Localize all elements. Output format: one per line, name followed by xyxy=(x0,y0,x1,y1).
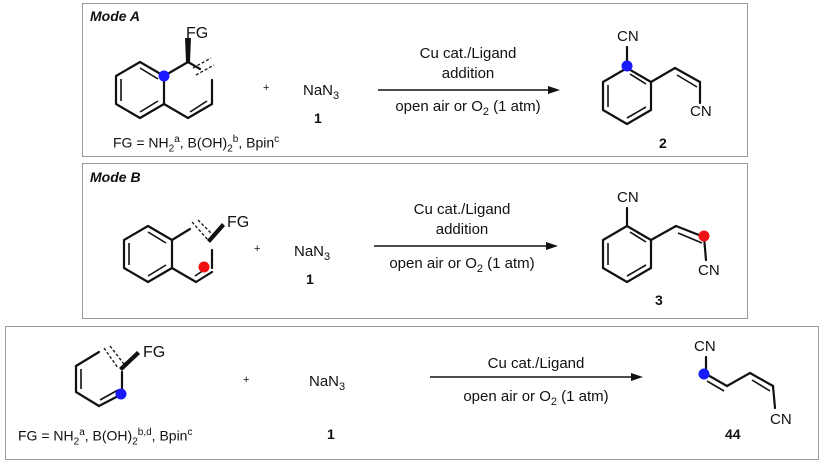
mode-b-red-atom xyxy=(198,261,210,273)
mode-a-blue-atom xyxy=(158,70,170,82)
mode-a-fg-label: FG xyxy=(186,25,209,42)
mode-b-conditions-top-2: addition xyxy=(435,221,489,238)
mode-b-product-cn-top: CN xyxy=(617,189,639,206)
mode-a-product-cn-top: CN xyxy=(617,28,639,45)
mode-b-title: Mode B xyxy=(90,169,141,185)
mode-c-product-cn-bottom: CN xyxy=(770,411,792,428)
mode-c-blue-atom xyxy=(115,388,127,400)
mode-a-conditions-top-2: addition xyxy=(441,65,495,82)
mode-a-fg-wedge xyxy=(185,38,191,62)
mode-a-arrowhead xyxy=(548,86,560,94)
mode-c-product-number: 44 xyxy=(725,426,741,442)
mode-c-reagent: NaN3 xyxy=(309,373,346,393)
mode-a-product-cn-bottom: CN xyxy=(690,103,712,120)
mode-b-plus: + xyxy=(254,243,261,255)
mode-c-fg-note: FG = NH2a, B(OH)2b,d, Bpinc xyxy=(18,427,193,448)
mode-b-fg-wedge xyxy=(207,223,225,243)
mode-a-reagent-number: 1 xyxy=(314,110,322,126)
mode-c-plus: + xyxy=(243,374,250,386)
mode-a-conditions-top-1: Cu cat./Ligand xyxy=(419,45,517,62)
mode-c-product-cn-top: CN xyxy=(694,338,716,355)
mode-c-conditions-bottom: open air or O2 (1 atm) xyxy=(463,388,609,408)
mode-b-product-number: 3 xyxy=(655,292,663,308)
mode-c-product-blue-atom xyxy=(698,368,710,380)
mode-b-product-cn-bottom: CN xyxy=(698,262,720,279)
mode-c-cleavage-mark xyxy=(103,345,125,369)
mode-c-conditions-top: Cu cat./Ligand xyxy=(487,355,585,372)
mode-c-fg-wedge xyxy=(119,351,140,371)
mode-b-fg-label: FG xyxy=(227,214,250,231)
mode-b-red-atom-product xyxy=(698,230,710,242)
mode-b-conditions-bottom: open air or O2 (1 atm) xyxy=(389,255,535,275)
mode-b-reagent: NaN3 xyxy=(294,243,331,263)
mode-b-reagent-number: 1 xyxy=(306,271,314,287)
mode-b-cleavage-mark xyxy=(191,219,215,241)
mode-a-panel xyxy=(82,3,748,157)
mode-a-product-number: 2 xyxy=(659,135,667,151)
mode-b-panel xyxy=(82,163,748,319)
mode-a-product-blue-atom xyxy=(621,60,633,72)
mode-a-fg-note: FG = NH2a, B(OH)2b, Bpinc xyxy=(113,134,280,155)
mode-a-product-alkene xyxy=(649,66,702,105)
mode-c-product-chain xyxy=(704,355,777,410)
mode-a-title: Mode A xyxy=(90,8,141,24)
mode-c-fg-label: FG xyxy=(143,344,166,361)
mode-a-conditions-bottom: open air or O2 (1 atm) xyxy=(395,98,541,118)
mode-a-plus: + xyxy=(263,82,270,94)
mode-c-reagent-number: 1 xyxy=(327,426,335,442)
mode-c-arrowhead xyxy=(631,373,643,381)
mode-b-conditions-top-1: Cu cat./Ligand xyxy=(413,201,511,218)
mode-b-arrowhead xyxy=(546,242,558,250)
mode-a-cleavage-mark xyxy=(192,57,215,76)
mode-a-reagent: NaN3 xyxy=(303,82,340,102)
mode-c-panel xyxy=(5,326,819,460)
mode-c-benzene-ring xyxy=(74,350,124,408)
